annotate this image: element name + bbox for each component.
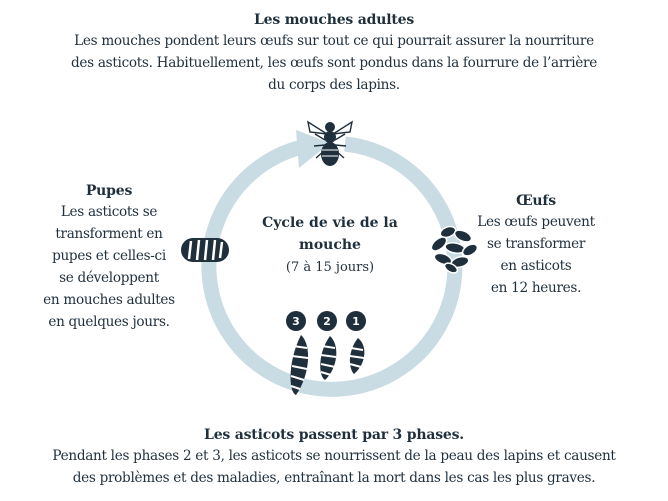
- larva-stage-3: 3: [286, 311, 309, 395]
- stage-number-2: 2: [323, 315, 331, 328]
- eggs-icon: [430, 225, 479, 274]
- eggs-title: Œufs: [516, 193, 556, 209]
- pupae-line-3: pupes et celles-ci: [52, 248, 166, 264]
- pupae-line-4: se développent: [59, 270, 159, 286]
- pupae-title: Pupes: [85, 183, 133, 199]
- eggs-line-2: se transformer: [486, 236, 586, 252]
- larva-icon: [290, 335, 309, 395]
- cycle-arrow-icon: [201, 130, 463, 397]
- eggs-line-4: en 12 heures.: [490, 280, 582, 296]
- larvae-section: Les asticots passent par 3 phases. Penda…: [40, 425, 628, 489]
- adult-flies-title: Les mouches adultes: [253, 12, 415, 28]
- adult-flies-line-3: du corps des lapins.: [268, 77, 400, 93]
- stage-badge-3: [286, 311, 306, 331]
- adult-flies-section: Les mouches adultes Les mouches pondent …: [60, 10, 608, 96]
- adult-flies-line-1: Les mouches pondent leurs œufs sur tout …: [74, 33, 594, 49]
- larva-stage-1: 1: [346, 311, 366, 374]
- pupae-line-6: en quelques jours.: [48, 314, 170, 330]
- stage-number-3: 3: [292, 315, 300, 328]
- cycle-center-label: Cycle de vie de la mouche (7 à 15 jours): [260, 212, 400, 279]
- cycle-title-line-1: Cycle de vie de la: [262, 215, 398, 231]
- stage-badge-1: [346, 311, 366, 331]
- larvae-title: Les asticots passent par 3 phases.: [204, 427, 464, 443]
- larva-icon: [320, 336, 337, 380]
- pupae-line-1: Les asticots se: [60, 204, 158, 220]
- larva-icon: [349, 338, 365, 374]
- cycle-duration: (7 à 15 jours): [285, 260, 375, 275]
- pupae-line-2: transforment en: [55, 226, 163, 242]
- larva-stage-2: 2: [317, 311, 337, 380]
- stage-badge-2: [317, 311, 337, 331]
- pupa-icon: [181, 238, 229, 262]
- cycle-title-line-2: mouche: [299, 237, 361, 253]
- larvae-line-2: des problèmes et des maladies, entraînan…: [72, 470, 596, 486]
- pupae-line-5: en mouches adultes: [43, 292, 175, 308]
- stage-number-1: 1: [352, 315, 360, 328]
- eggs-section: Œufs Les œufs peuvent se transformer en …: [456, 191, 616, 299]
- eggs-line-1: Les œufs peuvent: [477, 214, 595, 230]
- eggs-line-3: en asticots: [500, 258, 572, 274]
- larvae-line-1: Pendant les phases 2 et 3, les asticots …: [52, 448, 616, 464]
- fly-icon: [306, 120, 354, 166]
- adult-flies-line-2: des asticots. Habituellement, les œufs s…: [71, 55, 597, 71]
- pupae-section: Pupes Les asticots se transforment en pu…: [20, 181, 198, 333]
